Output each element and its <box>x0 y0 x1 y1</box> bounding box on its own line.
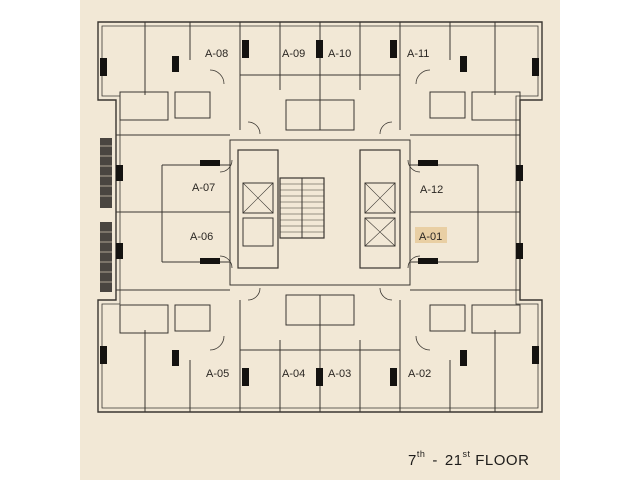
facade-glazing <box>100 138 112 292</box>
floor-range-caption: 7th-21st FLOOR <box>408 449 529 469</box>
unit-label-a07: A-07 <box>192 182 215 194</box>
unit-label-a09: A-09 <box>282 48 305 60</box>
structural-columns <box>100 40 539 386</box>
caption-end-suffix: st <box>462 449 471 459</box>
unit-labels: A-08 A-09 A-10 A-11 A-07 A-12 A-06 A-01 … <box>190 48 443 380</box>
caption-start-suffix: th <box>416 449 426 459</box>
door-swings <box>209 69 431 351</box>
floor-plan-sheet: A-08 A-09 A-10 A-11 A-07 A-12 A-06 A-01 … <box>80 0 560 480</box>
unit-label-a03: A-03 <box>328 368 351 380</box>
unit-label-a04: A-04 <box>282 368 305 380</box>
floor-plan-drawing: A-08 A-09 A-10 A-11 A-07 A-12 A-06 A-01 … <box>80 0 560 480</box>
unit-a01-highlight <box>415 227 447 243</box>
caption-end-floor: 21 <box>444 452 463 469</box>
unit-label-a11: A-11 <box>407 48 429 60</box>
unit-label-a08: A-08 <box>205 48 228 60</box>
caption-floor-word: FLOOR <box>475 452 530 469</box>
unit-label-a12: A-12 <box>420 184 443 196</box>
unit-label-a05: A-05 <box>206 368 229 380</box>
unit-label-a10: A-10 <box>328 48 351 60</box>
unit-label-a02: A-02 <box>408 368 431 380</box>
unit-label-a01: A-01 <box>419 231 442 243</box>
building-core <box>237 149 401 269</box>
unit-label-a06: A-06 <box>190 231 213 243</box>
caption-start-floor: 7 <box>408 452 417 469</box>
caption-dash: - <box>432 452 438 469</box>
